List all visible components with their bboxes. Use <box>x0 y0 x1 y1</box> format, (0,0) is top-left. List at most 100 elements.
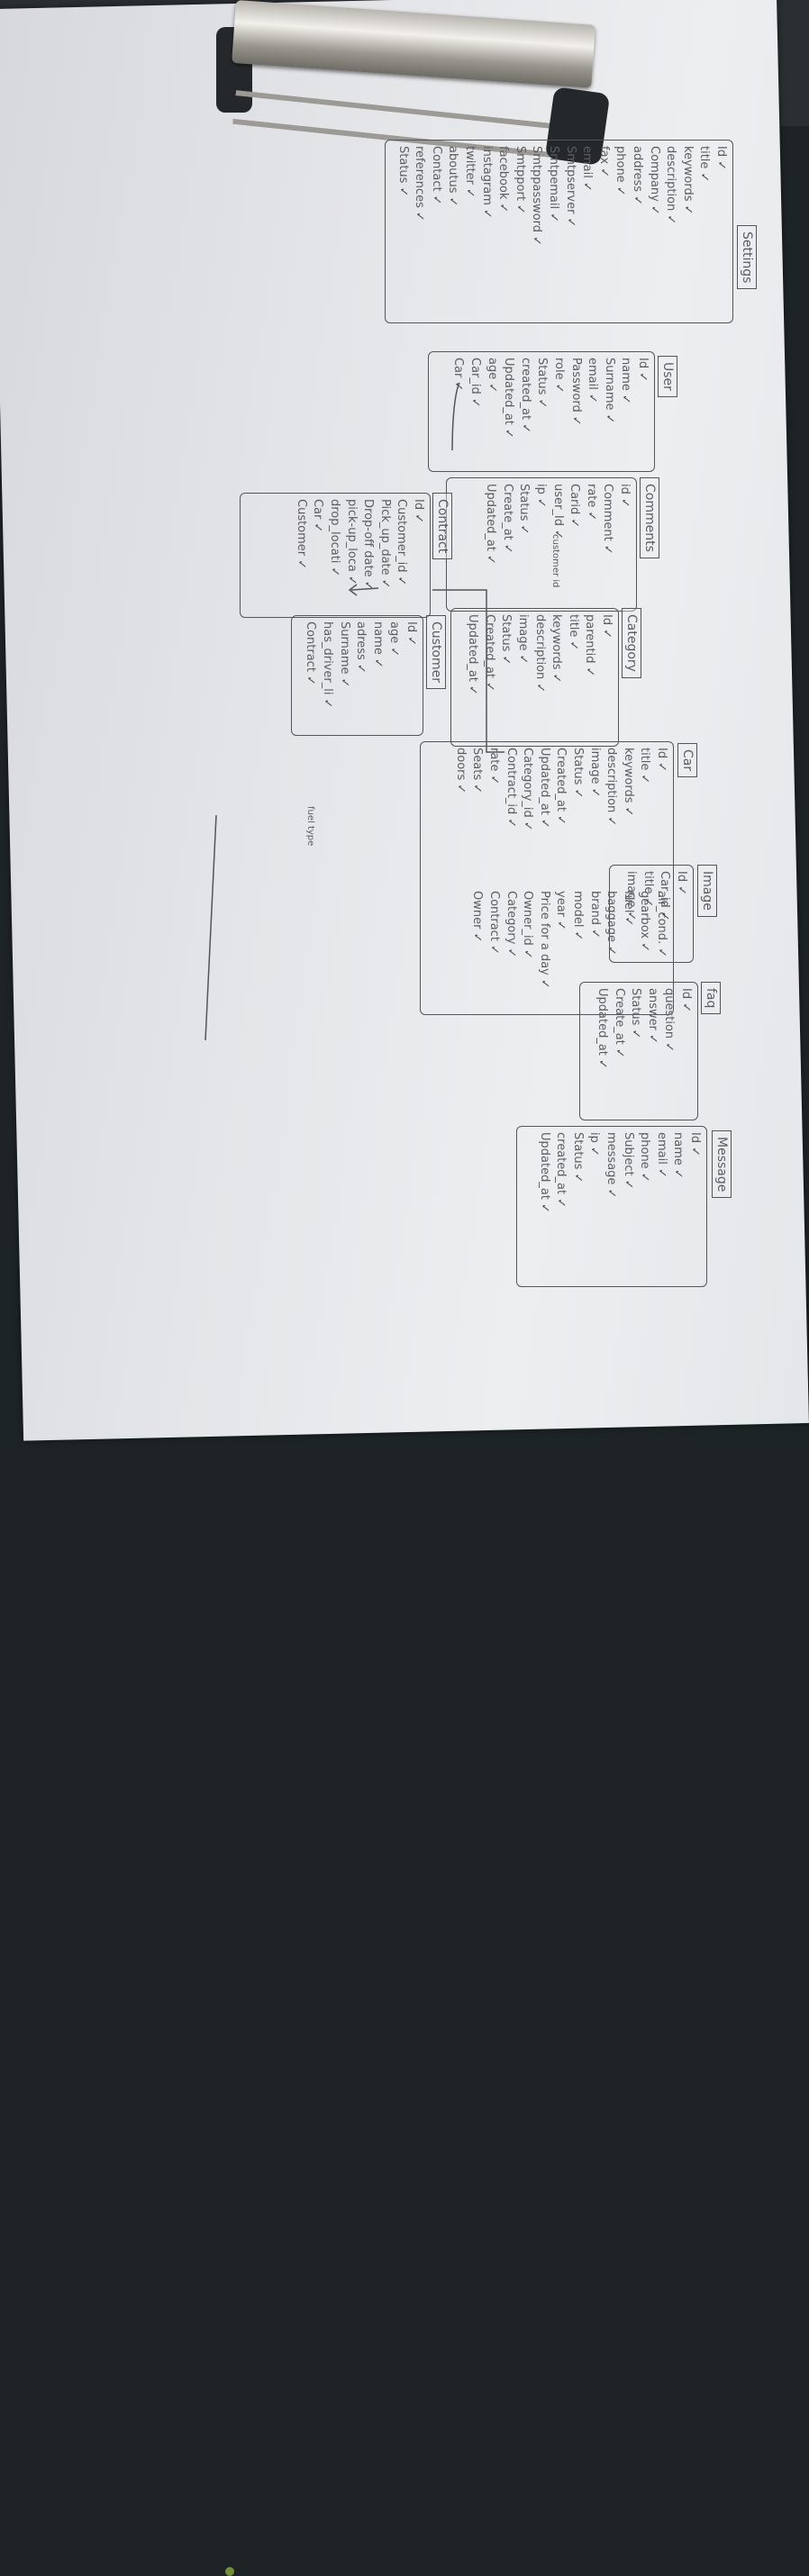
field-name: Updated_at <box>595 988 610 1056</box>
check-mark-icon: ✓ <box>499 655 514 666</box>
table-field: message✓ <box>602 1132 619 1281</box>
table-fields: Id✓name✓email✓phone✓Subject✓message✓ip✓S… <box>516 1126 707 1287</box>
check-mark-icon: ✓ <box>496 203 511 213</box>
table-field: Smtpserver✓ <box>561 146 578 317</box>
field-name: Status <box>571 748 586 785</box>
check-mark-icon: ✓ <box>554 921 568 930</box>
field-name: email <box>580 146 595 178</box>
table-field: Carid✓ <box>566 484 583 605</box>
field-name: Car <box>311 499 325 520</box>
table-field: Drop-off date✓ <box>359 499 377 612</box>
field-name: Surname <box>337 621 351 675</box>
field-name: year <box>554 891 568 918</box>
field-name: Updated_at <box>466 614 480 682</box>
field-name: model <box>571 891 586 928</box>
field-name: Seats <box>470 748 485 781</box>
table-field: Status ✓ <box>627 988 644 1114</box>
check-mark-icon: ✓ <box>429 195 443 205</box>
check-mark-icon: ✓ <box>537 818 551 829</box>
field-name: Id <box>688 1132 702 1144</box>
field-name: phone <box>614 146 628 183</box>
check-mark-icon: ✓ <box>517 524 532 535</box>
table-field: Category_id✓ <box>519 748 536 866</box>
table-fields: Id✓age✓name✓adress✓Surname✓has_driver_li… <box>291 615 423 736</box>
field-name: Smtppassword <box>530 146 544 232</box>
table-title: faq <box>701 982 721 1015</box>
field-name: facebook <box>496 146 511 200</box>
table-field: doors✓ <box>451 748 468 866</box>
table-field: Updated_at✓ <box>593 988 610 1114</box>
field-name: Company <box>647 146 661 202</box>
table-fields: Id✓name✓Surname✓email✓Password✓role✓Stat… <box>428 351 655 472</box>
check-mark-icon: ✓ <box>500 543 514 554</box>
check-mark-icon: ✓ <box>636 372 650 382</box>
table-field: Id✓ <box>672 871 689 957</box>
field-name: adress <box>354 621 368 660</box>
table-field: Id✓ <box>402 621 419 730</box>
field-name: drop_locati <box>328 499 342 564</box>
table-field: Smtpemail✓ <box>544 146 561 317</box>
field-name: Id <box>412 499 425 511</box>
field-name: Id <box>636 358 650 369</box>
check-mark-icon: ✓ <box>568 518 582 529</box>
table-field: Updated_at✓ <box>482 484 499 605</box>
field-name: email <box>654 1132 668 1165</box>
table-field: Contact✓ <box>427 146 444 317</box>
field-name: Updated_at <box>502 358 516 425</box>
table-field: facebook ✓ <box>495 146 512 317</box>
check-mark-icon: ✓ <box>550 673 564 684</box>
check-mark-icon: ✓ <box>487 944 502 955</box>
table-field: name✓ <box>617 358 634 466</box>
field-name: rate <box>584 484 598 508</box>
table-field: Updated_at✓ <box>464 614 481 740</box>
table-field: email ✓ <box>578 146 595 317</box>
check-mark-icon: ✓ <box>602 413 616 424</box>
field-name: Status <box>629 988 643 1026</box>
check-mark-icon: ✓ <box>370 658 385 668</box>
table-field: title✓ <box>695 146 713 317</box>
check-mark-icon: ✓ <box>645 1033 659 1044</box>
check-mark-icon: ✓ <box>580 181 595 192</box>
table-field: image✓ <box>586 748 603 866</box>
check-mark-icon: ✓ <box>412 513 425 523</box>
check-mark-icon: ✓ <box>552 383 567 394</box>
field-name: references <box>413 146 427 208</box>
table-field: fax✓ <box>595 146 612 317</box>
table-field: rate✓ <box>485 748 502 866</box>
field-name: image <box>516 614 531 651</box>
check-mark-icon: ✓ <box>521 948 535 959</box>
check-mark-icon: ✓ <box>563 217 577 228</box>
field-name: name <box>671 1132 686 1166</box>
table-field: Status✓ <box>568 748 586 866</box>
table-field: description✓ <box>531 614 548 740</box>
table-field: Surname✓ <box>600 358 617 466</box>
table-title: Customer <box>426 615 446 690</box>
field-name: parentid <box>583 614 597 664</box>
table-field: Status✓ <box>497 614 514 740</box>
table-field: Surname✓ <box>335 621 352 730</box>
check-mark-icon: ✓ <box>413 211 427 222</box>
table-field: title✓ <box>564 614 581 740</box>
table-field: age✓ <box>483 358 500 466</box>
check-mark-icon: ✓ <box>604 1188 619 1199</box>
relation-lines <box>205 382 504 1041</box>
check-mark-icon: ✓ <box>554 1198 568 1208</box>
check-mark-icon: ✓ <box>638 774 652 785</box>
field-name: email <box>586 358 600 390</box>
table-field: description✓ <box>662 146 679 317</box>
check-mark-icon: ✓ <box>377 578 392 589</box>
check-mark-icon: ✓ <box>629 1029 643 1039</box>
check-mark-icon: ✓ <box>658 911 672 921</box>
field-name: doors <box>453 748 468 781</box>
check-mark-icon: ✓ <box>513 204 527 214</box>
field-name: image <box>624 871 639 908</box>
table-field: Pick_up_date✓ <box>376 499 393 612</box>
field-name: Customer <box>294 499 308 557</box>
check-mark-icon: ✓ <box>671 1168 686 1179</box>
check-mark-icon: ✓ <box>484 554 498 565</box>
check-mark-icon: ✓ <box>395 186 410 197</box>
field-name: Status <box>395 146 410 184</box>
table-field: Id✓ <box>686 1132 703 1281</box>
check-mark-icon: ✓ <box>521 821 535 831</box>
table-fields: Id✓parentid✓title✓keywords✓description✓i… <box>450 608 619 747</box>
